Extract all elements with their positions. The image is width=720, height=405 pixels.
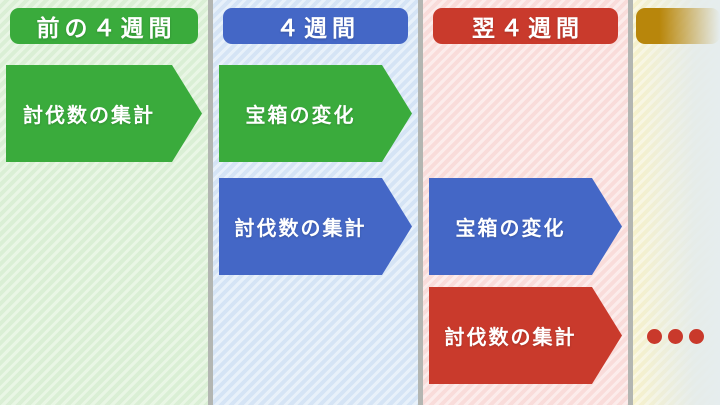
arrow-tally-previous: 討伐数の集計 <box>6 65 202 162</box>
column-next-4-weeks: 翌４週間 宝箱の変化 討伐数の集計 <box>423 0 628 405</box>
column-header-future-fade <box>636 8 720 44</box>
arrow-treasure-change-current: 宝箱の変化 <box>219 65 412 162</box>
column-header-previous-4-weeks: 前の４週間 <box>10 8 198 44</box>
ellipsis-dot <box>668 329 683 344</box>
column-previous-4-weeks: 前の４週間 討伐数の集計 <box>0 0 208 405</box>
ellipsis-dot <box>689 329 704 344</box>
ellipsis-dot <box>647 329 662 344</box>
arrow-tally-current: 討伐数の集計 <box>219 178 412 275</box>
column-header-next-4-weeks: 翌４週間 <box>433 8 618 44</box>
column-current-4-weeks: ４週間 宝箱の変化 討伐数の集計 <box>213 0 418 405</box>
column-future-continuation <box>633 0 720 405</box>
column-header-current-4-weeks: ４週間 <box>223 8 408 44</box>
arrow-tally-next: 討伐数の集計 <box>429 287 622 384</box>
arrow-treasure-change-next: 宝箱の変化 <box>429 178 622 275</box>
continuation-ellipsis <box>647 329 704 344</box>
